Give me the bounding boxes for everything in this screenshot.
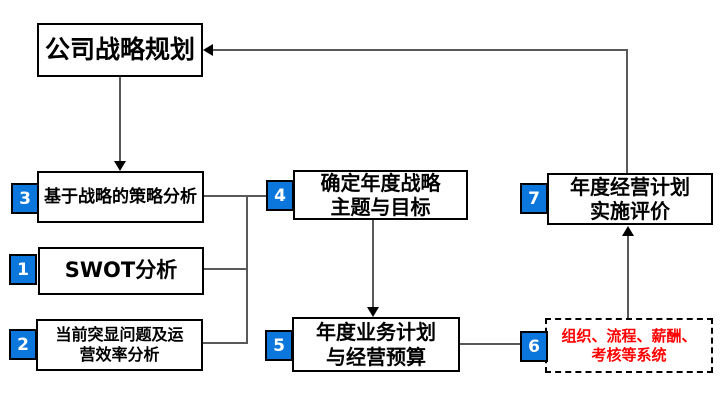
- box-current-issues: 当前突显问题及运 营效率分析: [36, 319, 203, 371]
- box-systems-line2: 考核等系统: [591, 345, 667, 364]
- box-strategy-analysis-label: 基于战略的策略分析: [44, 186, 197, 207]
- badge-step-7: 7: [520, 183, 548, 214]
- box-annual-theme: 确定年度战略 主题与目标: [293, 170, 468, 220]
- box-systems: 组织、流程、薪酬、 考核等系统: [545, 318, 713, 373]
- connector-box2-right: [203, 342, 248, 344]
- box-swot: SWOT分析: [38, 247, 204, 295]
- box-company-strategy: 公司战略规划: [37, 23, 203, 77]
- connector-strategy-to-analysis: [119, 77, 121, 161]
- box-current-issues-line1: 当前突显问题及运: [55, 325, 184, 345]
- badge-step-5: 5: [265, 330, 293, 361]
- badge-step-4: 4: [266, 180, 294, 211]
- connector-plan-to-systems: [460, 343, 520, 345]
- connector-theme-to-plan: [372, 220, 374, 307]
- arrowhead-into-company-strategy: [203, 44, 213, 56]
- badge-step-2: 2: [9, 329, 37, 360]
- box-evaluation: 年度经营计划 实施评价: [547, 173, 713, 225]
- connector-trunk-to-box4: [248, 195, 266, 197]
- box-annual-theme-line2: 主题与目标: [330, 195, 431, 219]
- box-annual-plan-line2: 与经营预算: [326, 344, 426, 369]
- connector-systems-to-evaluation: [627, 236, 629, 318]
- connector-trunk-vertical: [246, 195, 248, 344]
- box-annual-plan-line1: 年度业务计划: [316, 320, 436, 345]
- badge-step-3: 3: [11, 183, 39, 214]
- badge-step-6: 6: [520, 331, 548, 362]
- connector-box1-right: [204, 268, 248, 270]
- connector-feedback-horizontal: [211, 49, 628, 51]
- box-annual-plan: 年度业务计划 与经营预算: [292, 317, 460, 372]
- arrowhead-into-strategy-analysis: [114, 161, 126, 171]
- arrowhead-into-evaluation: [622, 226, 634, 236]
- box-annual-theme-line1: 确定年度战略: [320, 170, 441, 195]
- connector-feedback-vertical: [626, 49, 628, 173]
- badge-step-1: 1: [9, 254, 37, 285]
- box-systems-line1: 组织、流程、薪酬、: [561, 327, 697, 346]
- box-current-issues-line2: 营效率分析: [79, 345, 160, 364]
- arrowhead-into-annual-plan: [367, 307, 379, 317]
- connector-box3-right: [204, 195, 248, 197]
- box-company-strategy-label: 公司战略规划: [44, 34, 195, 64]
- box-evaluation-line2: 实施评价: [590, 199, 670, 223]
- box-strategy-analysis: 基于战略的策略分析: [37, 171, 204, 223]
- box-swot-label: SWOT分析: [64, 258, 178, 283]
- box-evaluation-line1: 年度经营计划: [570, 174, 690, 199]
